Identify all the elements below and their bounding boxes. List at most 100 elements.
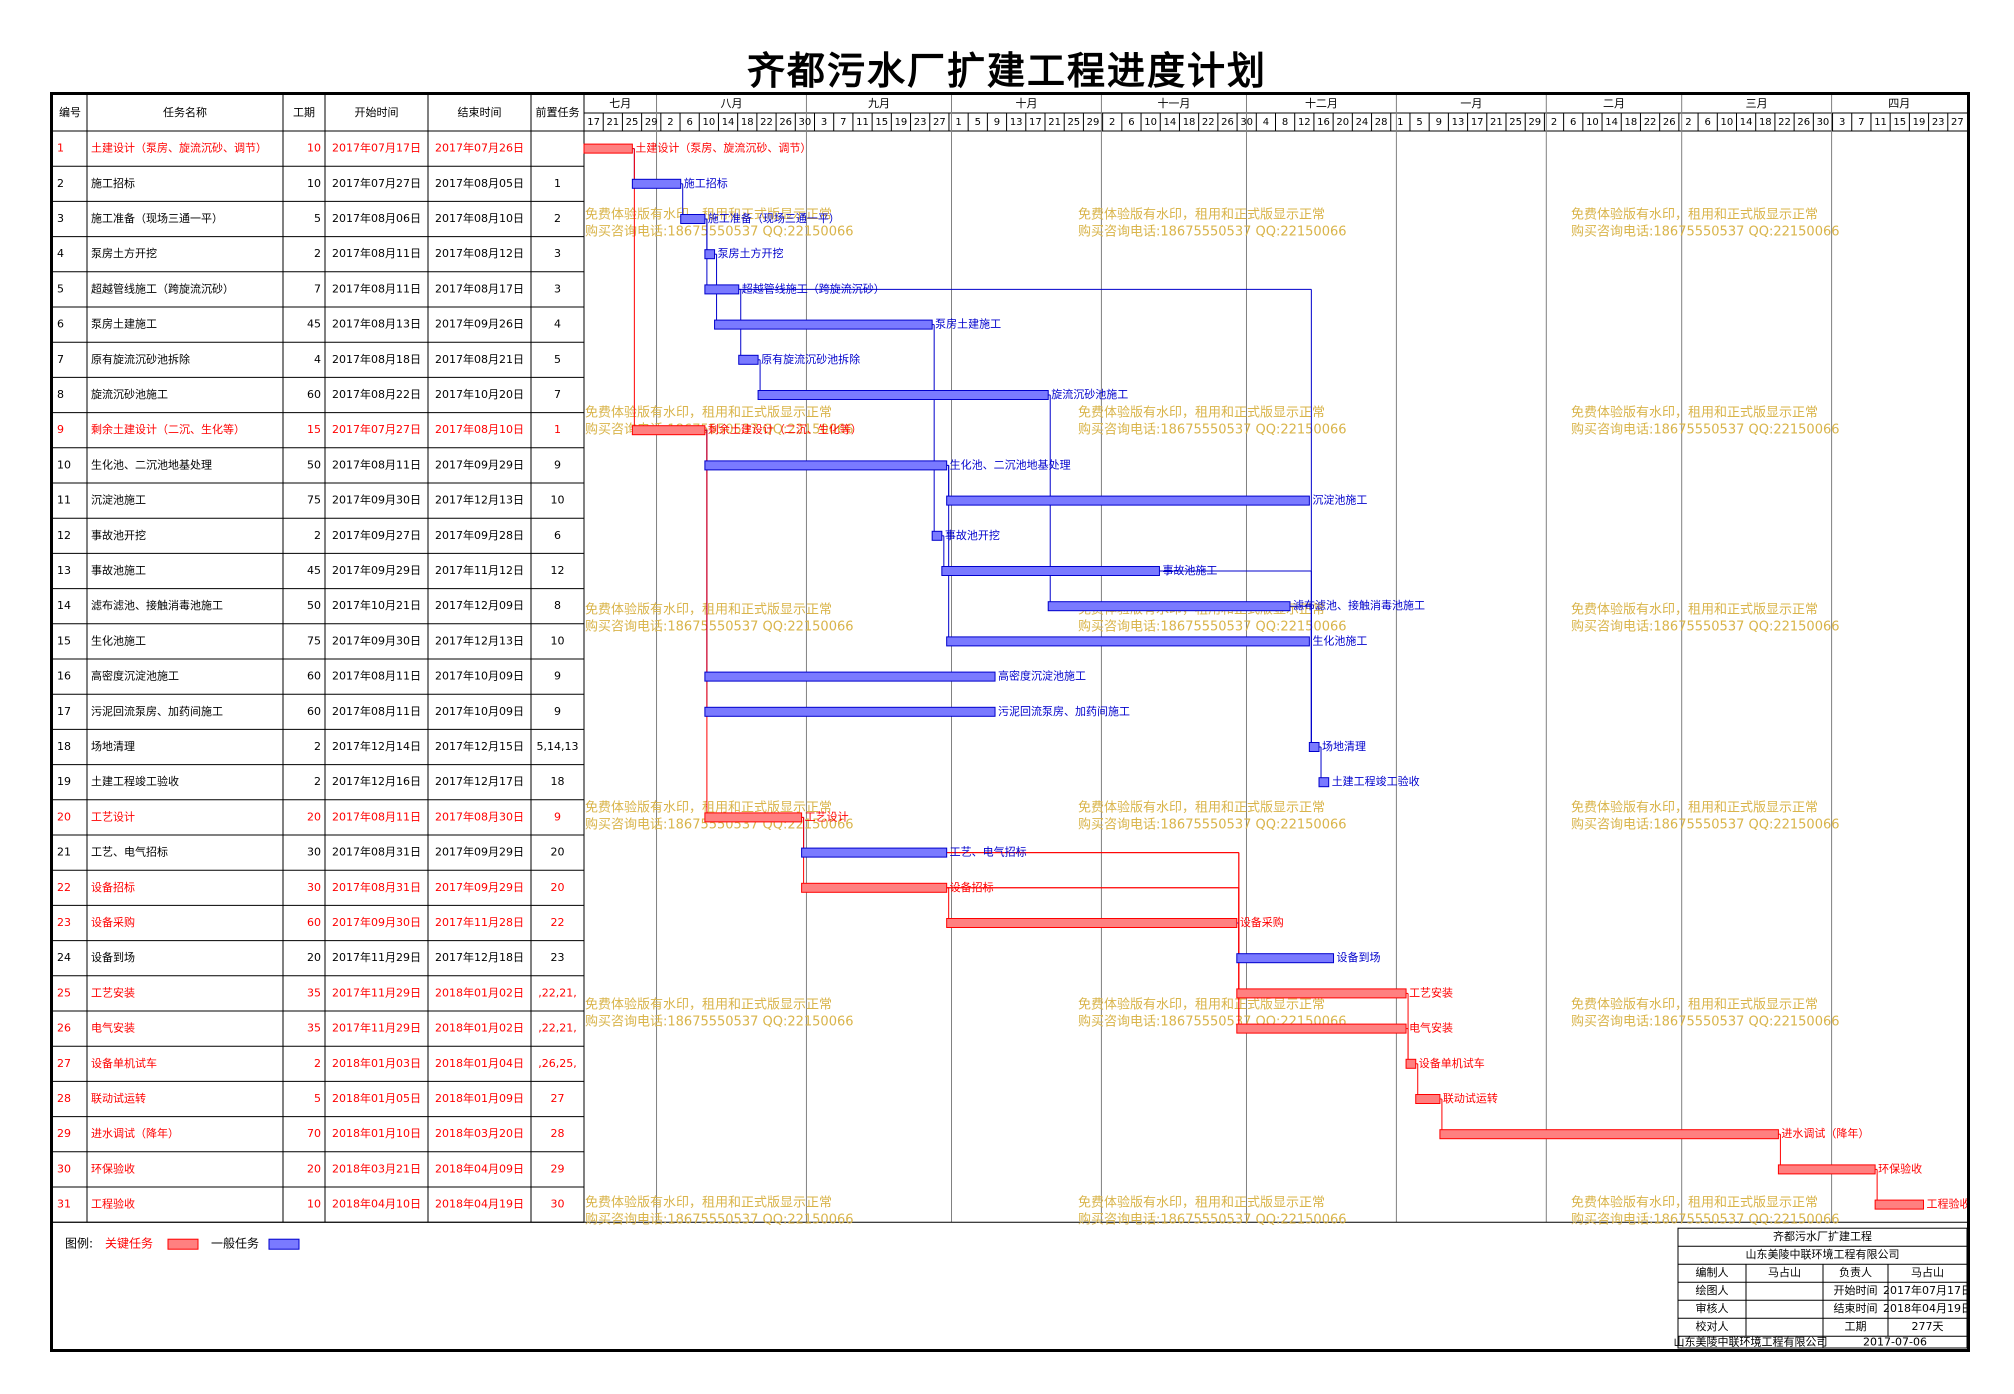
task-cell-id: 2 bbox=[57, 177, 64, 190]
day-label: 7 bbox=[1858, 117, 1864, 128]
task-cell-id: 21 bbox=[57, 846, 71, 859]
day-label: 17 bbox=[1471, 117, 1484, 128]
watermark-text: 免费体验版有水印，租用和正式版显示正常 bbox=[1571, 405, 1818, 421]
task-cell-pred: ,26,25, bbox=[538, 1057, 576, 1070]
day-label: 30 bbox=[1240, 117, 1253, 128]
task-cell-start: 2017年08月13日 bbox=[332, 317, 421, 331]
day-label: 9 bbox=[1436, 117, 1442, 128]
task-bar bbox=[1439, 1129, 1779, 1140]
info-cell: 2017年07月17日 bbox=[1883, 1283, 1967, 1297]
task-bar-label: 设备到场 bbox=[1337, 950, 1381, 964]
task-cell-dur: 30 bbox=[307, 846, 321, 859]
task-bar bbox=[757, 390, 1049, 400]
task-bar bbox=[631, 178, 682, 189]
task-cell-name: 泵房土方开挖 bbox=[91, 246, 157, 260]
task-bar-label: 环保验收 bbox=[1878, 1161, 1922, 1175]
day-label: 13 bbox=[1452, 117, 1465, 128]
info-cell: 277天 bbox=[1912, 1320, 1944, 1333]
watermark-text: 购买咨询电话:18675550537 QQ:22150066 bbox=[585, 1014, 854, 1030]
task-bar bbox=[738, 354, 759, 365]
legend-normal-swatch bbox=[268, 1238, 300, 1250]
task-cell-end: 2017年10月20日 bbox=[435, 387, 524, 401]
task-bar-label: 进水调试（降年） bbox=[1781, 1126, 1869, 1140]
task-cell-pred: 27 bbox=[551, 1092, 565, 1105]
task-cell-dur: 45 bbox=[307, 564, 321, 577]
task-cell-dur: 2 bbox=[314, 775, 321, 788]
task-cell-dur: 20 bbox=[307, 951, 321, 964]
task-cell-pred: 20 bbox=[551, 881, 565, 894]
month-label: 八月 bbox=[720, 97, 742, 110]
task-cell-name: 超越管线施工（跨旋流沉砂） bbox=[91, 281, 234, 295]
task-cell-pred: 9 bbox=[554, 810, 561, 823]
task-bar-label: 土建设计（泵房、旋流沉砂、调节） bbox=[635, 141, 811, 155]
day-label: 25 bbox=[1067, 117, 1080, 128]
task-cell-dur: 35 bbox=[307, 986, 321, 999]
task-cell-end: 2018年01月02日 bbox=[435, 1021, 524, 1035]
task-cell-name: 滤布滤池、接触消毒池施工 bbox=[91, 598, 223, 612]
watermark-text: 免费体验版有水印，租用和正式版显示正常 bbox=[1571, 602, 1818, 618]
header-id: 编号 bbox=[59, 105, 81, 119]
task-cell-start: 2017年09月27日 bbox=[332, 528, 421, 542]
day-label: 2 bbox=[667, 117, 673, 128]
task-bar bbox=[631, 425, 706, 436]
task-cell-name: 原有旋流沉砂池拆除 bbox=[91, 352, 190, 366]
watermark-text: 购买咨询电话:18675550537 QQ:22150066 bbox=[585, 224, 854, 240]
legend-label: 图例: bbox=[65, 1237, 93, 1251]
day-label: 7 bbox=[840, 117, 846, 128]
day-label: 26 bbox=[1797, 117, 1810, 128]
task-bar-label: 设备招标 bbox=[950, 880, 994, 894]
task-cell-end: 2018年01月02日 bbox=[435, 985, 524, 999]
day-label: 19 bbox=[1913, 117, 1926, 128]
task-cell-dur: 2 bbox=[314, 1057, 321, 1070]
task-bar bbox=[1318, 777, 1330, 788]
watermark-text: 免费体验版有水印，租用和正式版显示正常 bbox=[1078, 405, 1325, 421]
info-project: 齐都污水厂扩建工程 bbox=[1773, 1229, 1872, 1243]
task-bar bbox=[801, 847, 948, 858]
task-cell-id: 5 bbox=[57, 282, 64, 295]
task-cell-end: 2017年10月09日 bbox=[435, 704, 524, 718]
month-label: 三月 bbox=[1746, 97, 1768, 110]
month-label: 二月 bbox=[1603, 97, 1625, 110]
day-label: 1 bbox=[955, 117, 961, 128]
task-bar-label: 工艺设计 bbox=[805, 810, 849, 823]
task-cell-id: 3 bbox=[57, 212, 64, 225]
task-cell-start: 2017年08月22日 bbox=[332, 387, 421, 401]
task-cell-pred: 28 bbox=[551, 1127, 565, 1140]
month-label: 九月 bbox=[868, 97, 890, 110]
watermark-text: 免费体验版有水印，租用和正式版显示正常 bbox=[585, 800, 832, 816]
day-label: 27 bbox=[1951, 117, 1964, 128]
task-cell-pred: 9 bbox=[554, 458, 561, 471]
task-cell-start: 2018年01月05日 bbox=[332, 1091, 421, 1105]
month-label: 七月 bbox=[609, 97, 631, 110]
task-bar bbox=[1236, 1023, 1407, 1034]
task-cell-end: 2018年01月09日 bbox=[435, 1091, 524, 1105]
day-label: 18 bbox=[1624, 117, 1637, 128]
day-label: 3 bbox=[821, 117, 827, 128]
day-label: 25 bbox=[626, 117, 639, 128]
task-cell-dur: 10 bbox=[307, 1198, 321, 1211]
task-cell-id: 30 bbox=[57, 1162, 71, 1175]
task-bar-label: 施工招标 bbox=[684, 176, 728, 190]
watermark-text: 免费体验版有水印，租用和正式版显示正常 bbox=[1078, 207, 1325, 223]
info-cell: 编制人 bbox=[1696, 1265, 1729, 1279]
task-bar bbox=[714, 319, 933, 330]
task-cell-start: 2017年11月29日 bbox=[332, 950, 421, 964]
task-cell-dur: 30 bbox=[307, 881, 321, 894]
task-cell-pred: ,22,21, bbox=[538, 986, 576, 999]
watermark-text: 购买咨询电话:18675550537 QQ:22150066 bbox=[1571, 224, 1840, 240]
task-bar-label: 电气安装 bbox=[1409, 1021, 1453, 1035]
watermark-text: 购买咨询电话:18675550537 QQ:22150066 bbox=[585, 1212, 854, 1228]
task-bar bbox=[1415, 1094, 1441, 1104]
info-company: 山东美陵中联环境工程有限公司 bbox=[1746, 1247, 1900, 1261]
task-cell-name: 工艺设计 bbox=[91, 810, 135, 823]
task-cell-dur: 2 bbox=[314, 247, 321, 260]
task-cell-name: 设备采购 bbox=[91, 915, 135, 929]
day-label: 2 bbox=[1109, 117, 1115, 128]
task-cell-name: 施工招标 bbox=[91, 176, 135, 190]
day-label: 30 bbox=[1817, 117, 1830, 128]
task-bar-label: 工艺安装 bbox=[1409, 985, 1453, 999]
task-cell-end: 2017年12月15日 bbox=[435, 739, 524, 753]
watermark-text: 免费体验版有水印，租用和正式版显示正常 bbox=[1571, 1195, 1818, 1211]
day-label: 9 bbox=[994, 117, 1000, 128]
task-cell-pred: 18 bbox=[551, 775, 565, 788]
